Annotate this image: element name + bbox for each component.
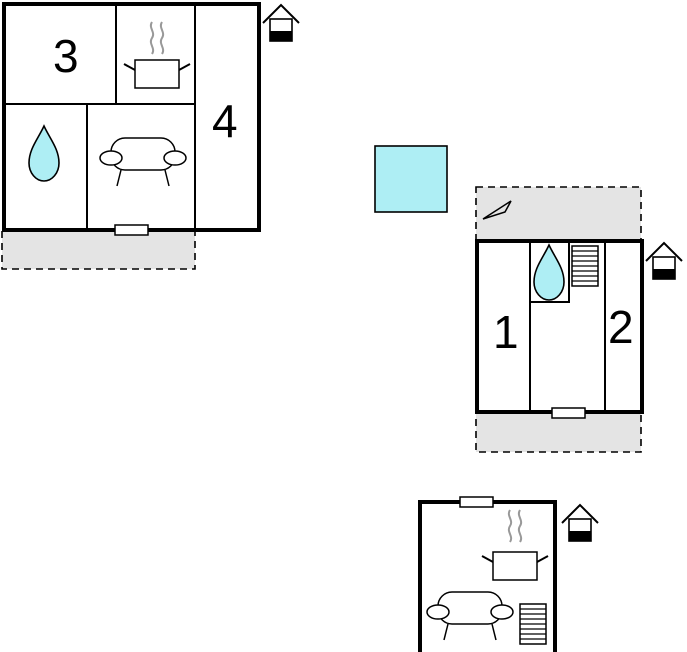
- house-entrance-icon: [645, 241, 683, 280]
- window-icon: [551, 407, 586, 419]
- room-label-1: 1: [493, 306, 519, 358]
- building-c: [418, 496, 599, 652]
- building-a: 3 4: [1, 2, 300, 270]
- window-icon: [459, 496, 494, 508]
- stairs-icon: [519, 603, 547, 645]
- water-drop-icon: [533, 243, 565, 301]
- stairs-icon: [571, 245, 599, 287]
- cooking-pot-icon: [481, 509, 549, 581]
- water-drop-icon: [28, 124, 60, 182]
- pool-icon: [374, 145, 448, 213]
- bathroom-b: [529, 240, 570, 303]
- cooking-pot-icon: [123, 21, 191, 89]
- sofa-icon: [99, 137, 187, 187]
- room-label-4: 4: [212, 95, 238, 147]
- terrace-a: [1, 229, 196, 270]
- building-b: 1 2: [475, 186, 683, 453]
- north-arrow-icon: [482, 200, 512, 220]
- room-label-2: 2: [608, 301, 634, 353]
- room-label-3: 3: [53, 30, 79, 82]
- sofa-icon: [426, 591, 514, 641]
- house-entrance-icon: [561, 503, 599, 542]
- window-icon: [114, 224, 149, 236]
- house-entrance-icon: [262, 3, 300, 42]
